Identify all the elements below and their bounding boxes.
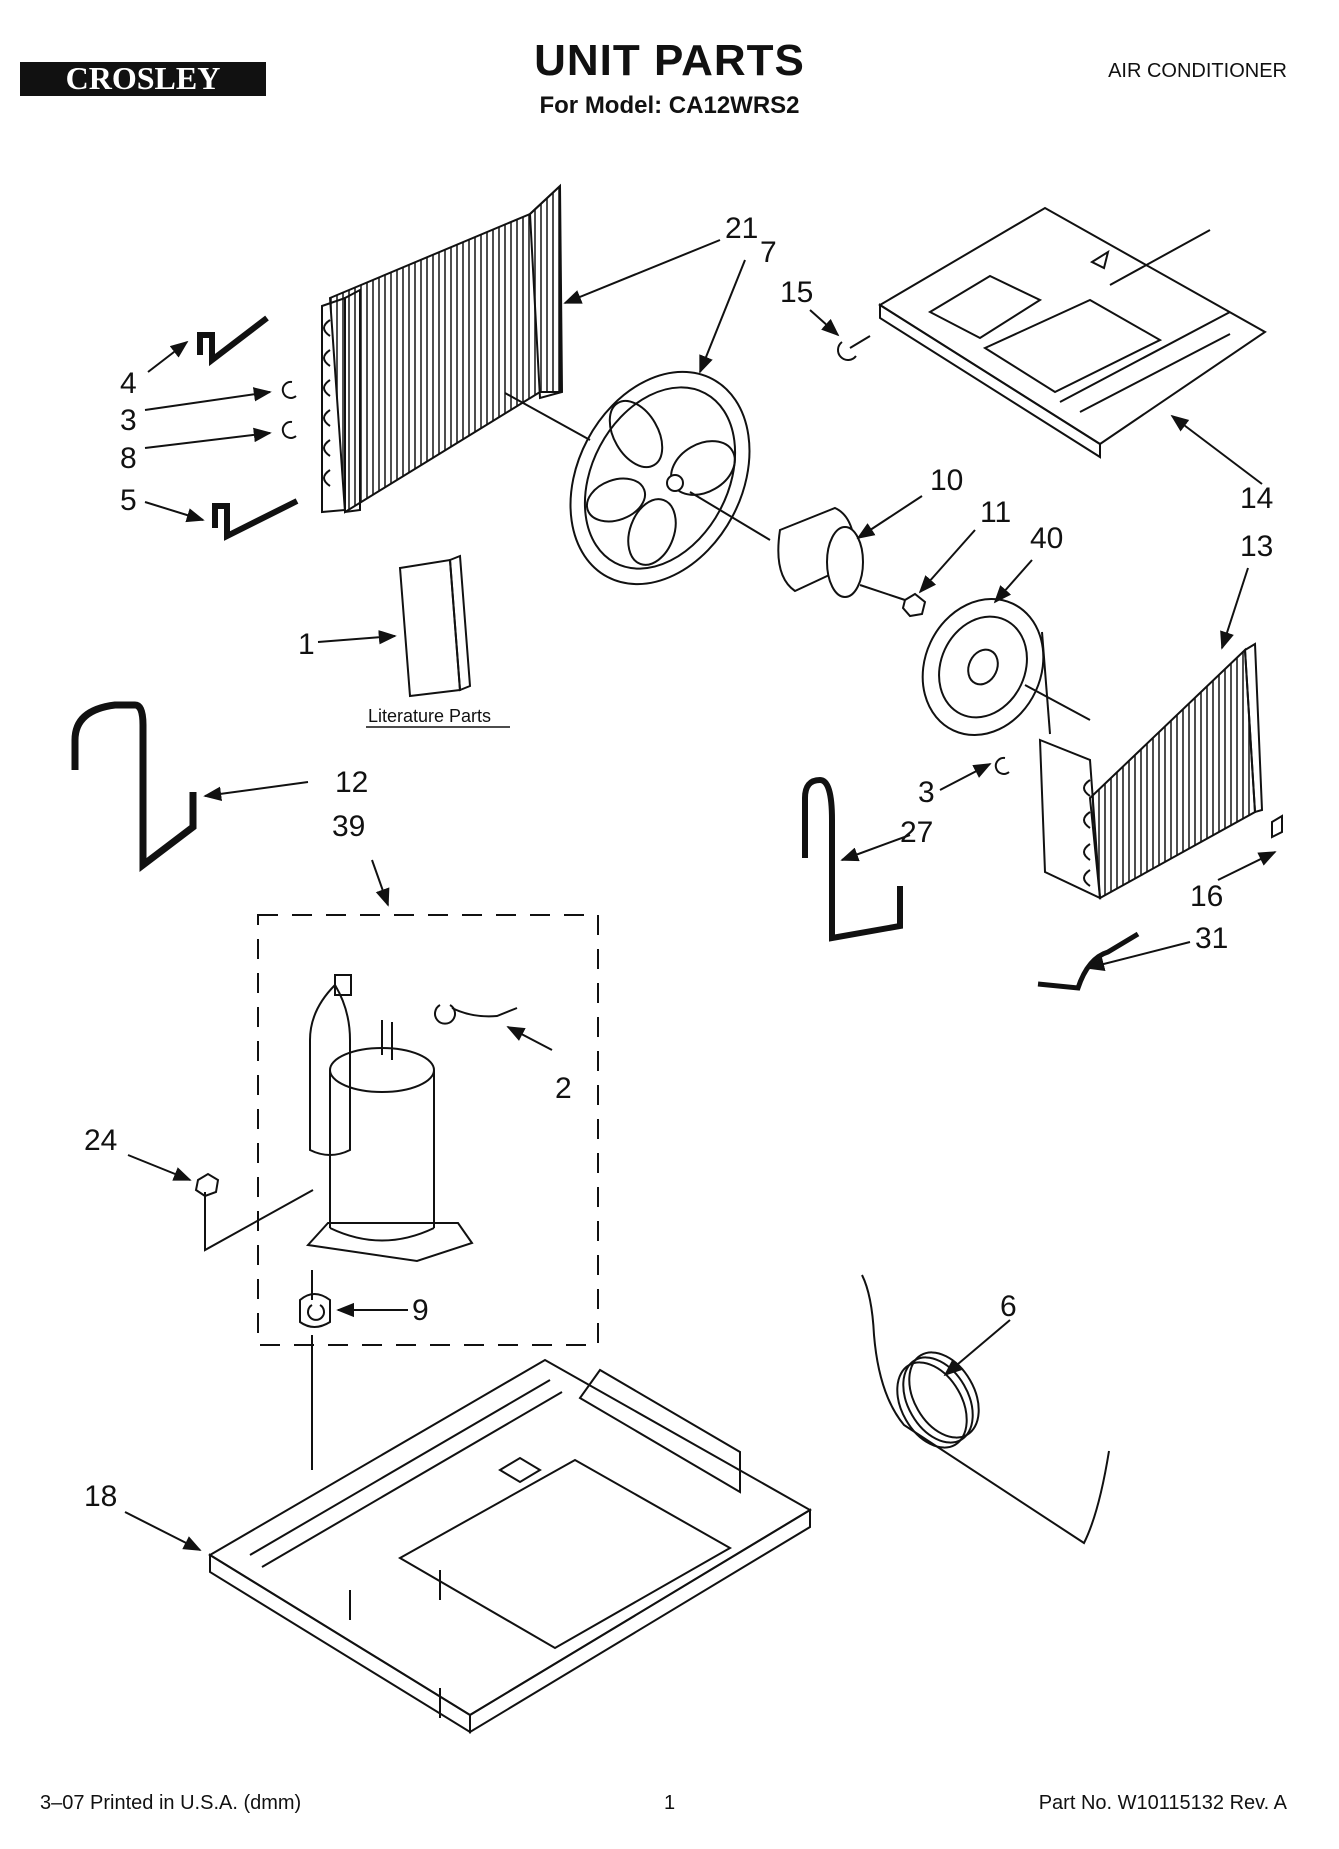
literature-booklet-side [448,554,472,692]
clip-16 [1271,814,1283,839]
callout-21: 21 [725,212,758,245]
callout-6: 6 [1000,1290,1017,1323]
callout-27: 27 [900,816,933,849]
callout-8: 8 [120,442,137,475]
brand-text: CROSLEY [66,60,221,96]
callout-3-evaporator: 3 [918,776,935,809]
base-pan [208,1358,812,1734]
nut-24 [194,1172,220,1198]
page-number: 1 [664,1792,676,1814]
part-number: Part No. W10115132 Rev. A [1038,1792,1287,1814]
tube-31 [1037,931,1140,991]
top-panel [878,206,1267,459]
callout-7: 7 [760,236,777,269]
callout-9: 9 [412,1294,429,1327]
callout-11: 11 [980,496,1011,529]
evaporator-coil [1038,631,1264,900]
crosley-logo: CROSLEY [20,60,266,96]
model-line: For Model: CA12WRS2 [539,92,800,119]
callout-39: 39 [332,810,365,843]
tube-12 [71,701,197,873]
fan-motor [689,491,906,601]
compressor-assembly-box [257,914,599,1346]
nut-24-leader [204,1189,314,1252]
clip-3-evaporator [994,756,1010,775]
callout-16: 16 [1190,880,1223,913]
callout-2: 2 [555,1072,572,1105]
clip-8 [281,420,297,439]
callout-24: 24 [84,1124,117,1157]
callout-13: 13 [1240,530,1273,563]
callout-4: 4 [120,367,137,400]
callout-18: 18 [84,1480,117,1513]
screw-15 [837,335,871,361]
callout-31: 31 [1195,922,1228,955]
condenser-coil [321,183,564,514]
blower-wheel [921,597,1091,737]
clip-3 [281,380,297,399]
literature-parts-label: Literature Parts [368,706,491,726]
callout-5: 5 [120,484,137,517]
category-label: AIR CONDITIONER [1108,60,1287,82]
callout-15: 15 [780,276,813,309]
callout-10: 10 [930,464,963,497]
tube-5 [212,498,299,541]
tube-27 [802,776,903,942]
page-title: UNIT PARTS [534,36,805,85]
leader-lines [124,239,1277,1551]
callout-40: 40 [1030,522,1063,555]
callout-labels: 21 7 15 4 3 8 5 10 11 40 14 13 1 12 39 3… [84,212,1273,1513]
tube-4 [197,315,269,367]
compressor [305,974,474,1263]
callout-14: 14 [1240,482,1273,515]
capillary-tube-6 [861,1274,1110,1545]
callout-12: 12 [335,766,368,799]
overload-protector-2 [434,1004,518,1025]
callout-3: 3 [120,404,137,437]
nut-11 [901,592,927,618]
printed-info: 3–07 Printed in U.S.A. (dmm) [40,1792,302,1814]
grommet-9 [299,1293,331,1328]
callout-1: 1 [298,628,315,661]
